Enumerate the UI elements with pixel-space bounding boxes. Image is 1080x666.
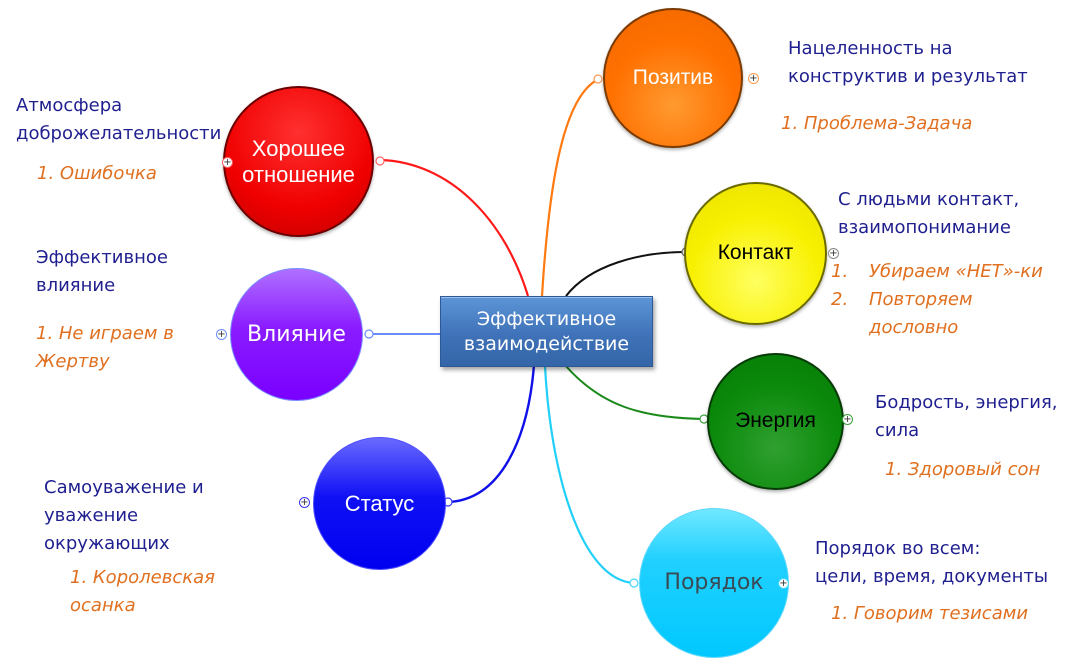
expand-toggle-order[interactable]: + [778,578,789,589]
description-energy: Бодрость, энергия, сила [875,392,1058,441]
expand-toggle-status[interactable]: + [299,497,310,508]
description-positive: Нацеленность на конструктив и результат [788,38,1028,87]
link-anchor-influence [364,329,374,339]
expand-toggle-influence[interactable]: + [216,329,227,340]
topic-order[interactable]: Порядок [639,508,789,658]
link-energy [564,364,705,420]
note-energy: 1. Здоровый сон [885,459,1041,480]
link-status [447,364,536,504]
description-contact: С людьми контакт, взаимопонимание [838,189,1020,238]
description-order: Порядок во всем: цели, время, документы [815,538,1049,587]
link-positive [540,79,598,297]
note-item: 1.Убираем «НЕТ»-ки [831,261,1043,282]
link-anchor-order [629,578,639,588]
topic-status[interactable]: Статус [313,437,446,570]
link-contact [565,251,687,297]
description-influence: Эффективное влияние [36,247,168,296]
topic-contact[interactable]: Контакт [684,182,827,325]
central-topic-label: Эффективное взаимодействие [463,307,630,355]
expand-toggle-positive[interactable]: + [748,73,759,84]
note-order: 1. Говорим тезисами [831,603,1029,624]
note-influence: 1. Не играем в Жертву [36,323,174,372]
note-good-attitude: 1. Ошибочка [37,163,157,184]
note-item: 2.Повторяем [831,288,973,310]
topic-influence[interactable]: Влияние [230,268,363,401]
note-status: 1. Королевская осанка [70,567,215,616]
description-status: Самоуважение и уважение окружающих [44,477,204,554]
link-good-attitude [379,158,530,297]
link-anchor-positive [593,74,603,84]
description-good-attitude: Атмосфера доброжелательности [16,95,222,144]
topic-good-attitude[interactable]: Хорошее отношение [223,86,374,237]
topic-energy[interactable]: Энергия [707,353,844,490]
link-anchor-good-attitude [375,156,385,166]
note-positive: 1. Проблема-Задача [781,113,973,134]
topic-positive[interactable]: Позитив [603,8,743,148]
note-item: дословно [869,316,959,338]
central-topic[interactable]: Эффективное взаимодействие [440,296,653,367]
note-contact: 1.Убираем «НЕТ»-ки 2.Повторяем дословно [831,258,1043,342]
link-order [543,364,635,585]
expand-toggle-contact[interactable]: + [828,248,839,259]
expand-toggle-energy[interactable]: + [842,414,853,425]
expand-toggle-good-attitude[interactable]: + [222,157,233,168]
